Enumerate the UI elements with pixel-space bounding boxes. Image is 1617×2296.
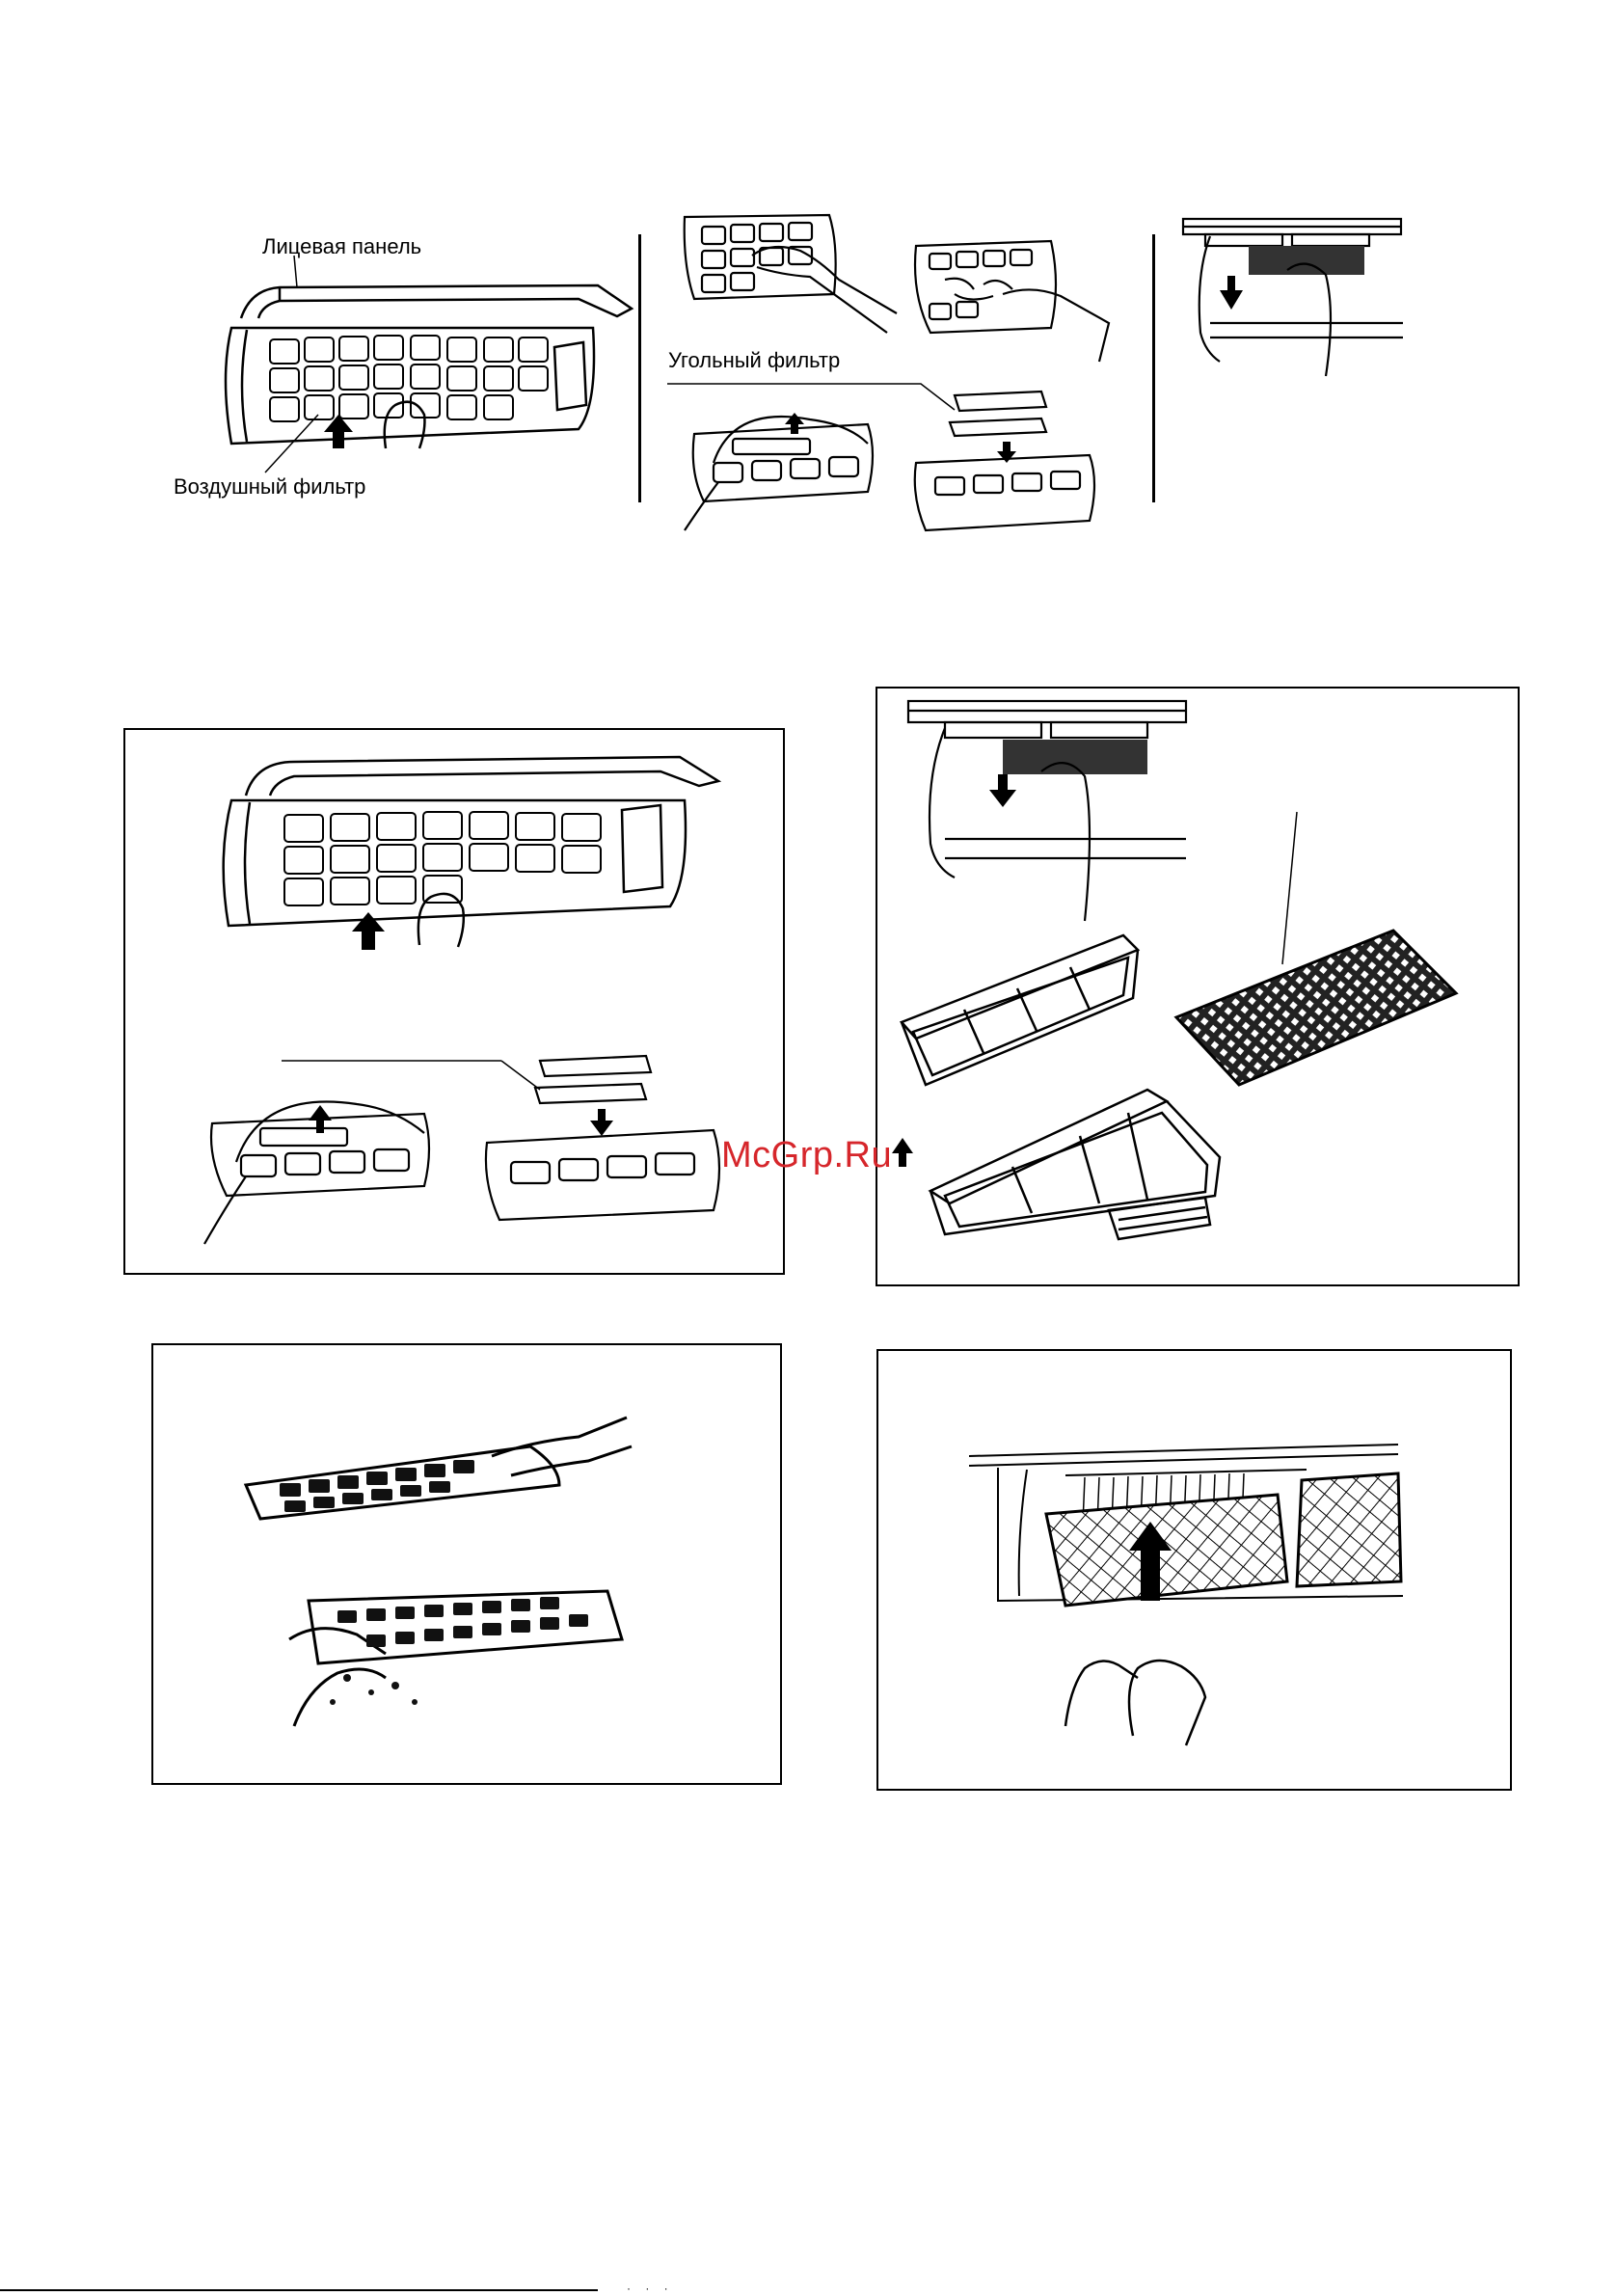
footer-rule	[0, 2289, 598, 2291]
footer-marks: · · ·	[627, 2282, 674, 2295]
illustration-purifying-filter-mesh	[1172, 926, 1461, 1090]
watermark: McGrp.Ru	[721, 1135, 892, 1176]
illustration-reinstall-filter	[969, 1437, 1413, 1765]
illustration-purifying-filter-frame	[892, 931, 1143, 1094]
illustration-vacuum-filter	[241, 1408, 636, 1543]
illustration-washing-filter-water	[280, 1581, 646, 1726]
illustration-purifying-filter-holder	[887, 1080, 1234, 1273]
